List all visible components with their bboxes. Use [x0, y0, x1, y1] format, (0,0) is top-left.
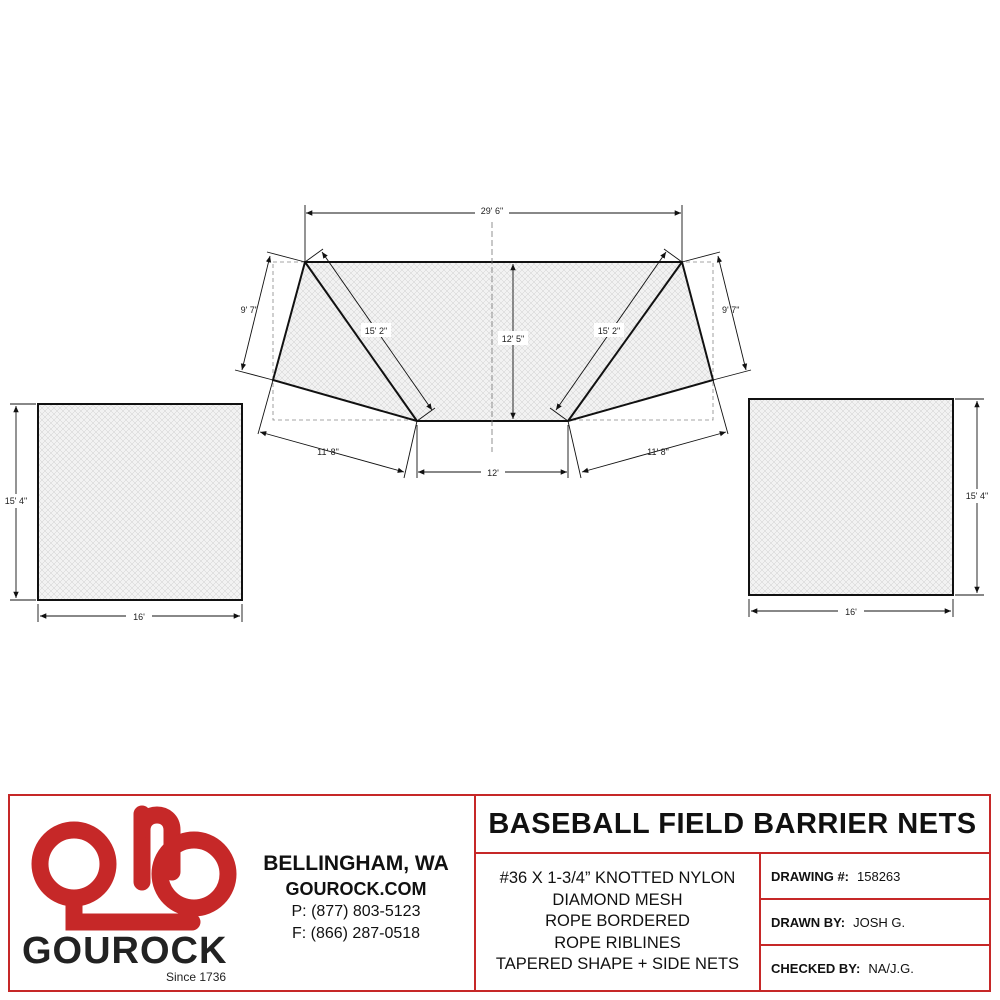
- website-link[interactable]: GOUROCK.COM: [285, 879, 427, 899]
- drawing-title-cell: BASEBALL FIELD BARRIER NETS: [476, 796, 989, 854]
- left-side-net-body: [37, 403, 243, 601]
- dim-center-height: 12' 5": [502, 334, 524, 344]
- tapered-net-body: [271, 261, 715, 422]
- drawing-number-row: DRAWING #: 158263: [761, 854, 989, 900]
- dim-bottom-width: 12': [487, 468, 499, 478]
- drawing-title: BASEBALL FIELD BARRIER NETS: [488, 807, 977, 840]
- drawing-metadata: DRAWING #: 158263 DRAWN BY: JOSH G. CHEC…: [761, 854, 989, 990]
- dim-left-net-height: 15' 4": [5, 496, 27, 506]
- dim-right-net-width: 16': [845, 607, 857, 617]
- drawn-by-value: JOSH G.: [853, 914, 906, 930]
- drawing-number-label: DRAWING #:: [771, 868, 849, 884]
- city: BELLINGHAM, WA: [263, 852, 449, 875]
- gourock-logo-mark: [31, 805, 237, 931]
- drawn-by-label: DRAWN BY:: [771, 914, 846, 930]
- title-block: GOUROCK Since 1736 BELLINGHAM, WA GOUROC…: [8, 794, 991, 992]
- dim-left-bottom-side: 11' 8": [317, 447, 339, 457]
- right-side-net: 15' 4" 16': [748, 398, 991, 619]
- tapered-net: [271, 222, 715, 452]
- dim-left-net-width: 16': [133, 612, 145, 622]
- spec-line: TAPERED SHAPE + SIDE NETS: [495, 955, 740, 974]
- dim-right-diag: 15' 2": [598, 326, 620, 336]
- checked-by-label: CHECKED BY:: [771, 960, 861, 976]
- fax: F: (866) 287-0518: [291, 925, 421, 942]
- checked-by-value: NA/J.G.: [868, 960, 914, 976]
- spec-line: ROPE BORDERED: [545, 912, 690, 931]
- spec-line: ROPE RIBLINES: [554, 933, 681, 952]
- dim-left-slant: 9' 7": [241, 305, 258, 315]
- left-side-net: 15' 4" 16': [2, 403, 243, 624]
- dim-left-diag: 15' 2": [365, 326, 387, 336]
- net-drawing: 29' 6" 12' 5" 9' 7" 9' 7" 15' 2" 15' 2" …: [2, 204, 991, 624]
- dimension-labels: 29' 6" 12' 5" 9' 7" 9' 7" 15' 2" 15' 2" …: [241, 204, 739, 480]
- dim-right-slant: 9' 7": [722, 305, 739, 315]
- dim-right-bottom-side: 11' 8": [647, 447, 669, 457]
- net-specification: #36 X 1-3/4” KNOTTED NYLON DIAMOND MESH …: [476, 854, 761, 990]
- spec-line: DIAMOND MESH: [552, 890, 683, 909]
- brand-since: Since 1736: [166, 970, 227, 984]
- drawing-number-value: 158263: [857, 868, 901, 884]
- checked-by-row: CHECKED BY: NA/J.G.: [761, 946, 989, 990]
- company-info-panel: GOUROCK Since 1736 BELLINGHAM, WA GOUROC…: [10, 796, 476, 990]
- contact-info: BELLINGHAM, WA GOUROCK.COM P: (877) 803-…: [238, 850, 474, 945]
- dimension-lines: [234, 205, 752, 479]
- right-side-net-body: [748, 398, 954, 596]
- dim-top-width: 29' 6": [481, 206, 503, 216]
- dim-right-net-height: 15' 4": [966, 491, 988, 501]
- spec-line: #36 X 1-3/4” KNOTTED NYLON: [499, 869, 736, 888]
- phone: P: (877) 803-5123: [291, 903, 421, 920]
- drawn-by-row: DRAWN BY: JOSH G.: [761, 900, 989, 946]
- brand-name: GOUROCK: [22, 930, 228, 972]
